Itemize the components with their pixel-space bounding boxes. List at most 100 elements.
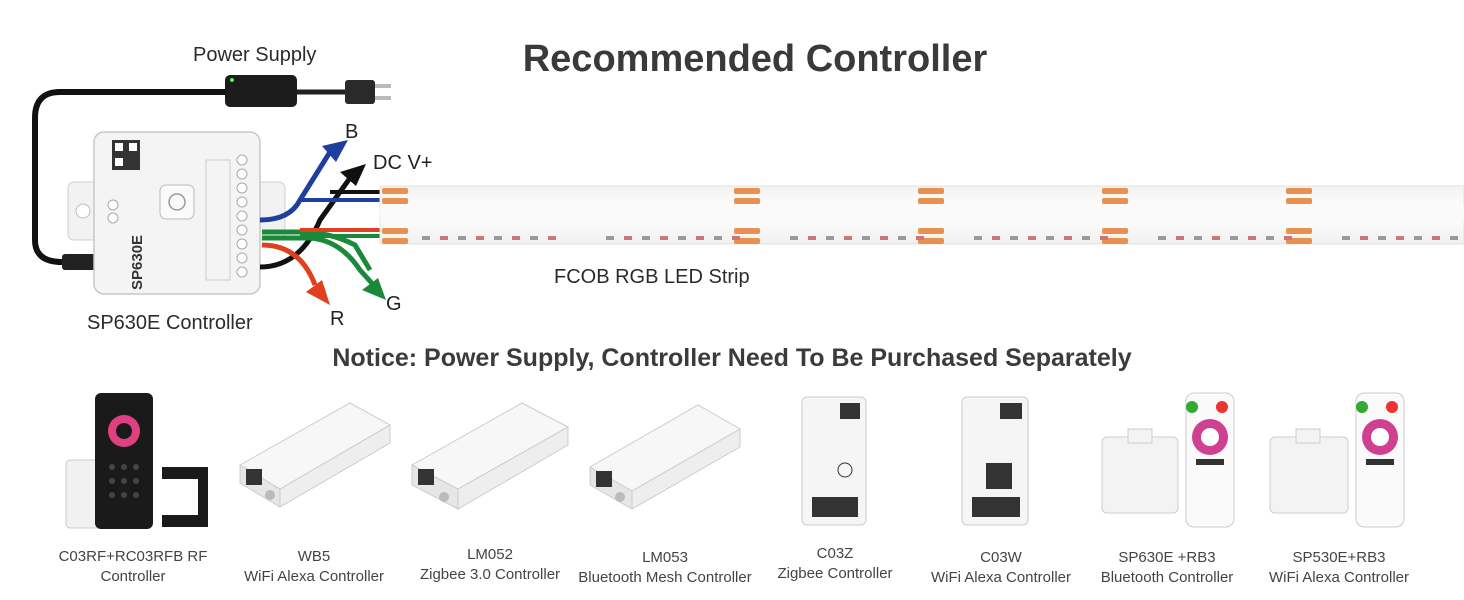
product-desc: Controller bbox=[100, 568, 166, 585]
blue-arrow bbox=[322, 140, 348, 162]
red-wire bbox=[261, 242, 318, 286]
strip-chip bbox=[1028, 236, 1036, 240]
controller-model-text: SP630E bbox=[129, 235, 146, 290]
dc-plug bbox=[62, 254, 96, 270]
strip-chip bbox=[458, 236, 466, 240]
strip-solder-pad bbox=[734, 238, 760, 244]
strip-chip bbox=[974, 236, 982, 240]
product-caption-wb5: WB5 WiFi Alexa Controller bbox=[228, 547, 400, 587]
strip-label: FCOB RGB LED Strip bbox=[554, 266, 750, 288]
product-desc: WiFi Alexa Controller bbox=[1268, 569, 1410, 586]
product-caption-c03rf: C03RF+RC03RFB RF Controller bbox=[38, 547, 228, 587]
strip-chip bbox=[1230, 236, 1238, 240]
product-desc: Bluetooth Controller bbox=[1100, 569, 1234, 586]
strip-chip bbox=[1450, 236, 1458, 240]
strip-solder-pad bbox=[1286, 198, 1312, 204]
red-arrow bbox=[306, 280, 330, 305]
product-image-wb5 bbox=[239, 402, 392, 508]
product-name: C03Z bbox=[816, 545, 854, 562]
strip-chip bbox=[1378, 236, 1386, 240]
sp630e-controller-image: SP630E bbox=[67, 131, 286, 295]
strip-chip bbox=[476, 236, 484, 240]
strip-solder-pad bbox=[734, 188, 760, 194]
strip-chip bbox=[826, 236, 834, 240]
strip-chip bbox=[678, 236, 686, 240]
strip-chip bbox=[808, 236, 816, 240]
product-image-lm052 bbox=[410, 402, 570, 510]
strip-solder-pad bbox=[1102, 228, 1128, 234]
product-image-lm053 bbox=[588, 404, 742, 510]
strip-chip bbox=[1082, 236, 1090, 240]
strip-solder-pad bbox=[918, 228, 944, 234]
strip-solder-pad bbox=[382, 188, 408, 194]
blue-wire bbox=[259, 150, 333, 223]
strip-chip bbox=[1212, 236, 1220, 240]
wire-label-r: R bbox=[330, 308, 345, 330]
product-desc: Zigbee Controller bbox=[777, 565, 893, 582]
product-image-c03rf bbox=[65, 393, 208, 529]
wiring-diagram: SP630E bbox=[32, 75, 1464, 305]
strip-chip bbox=[512, 236, 520, 240]
strip-chip bbox=[1432, 236, 1440, 240]
product-caption-c03z: C03Z Zigbee Controller bbox=[760, 544, 910, 584]
strip-chip bbox=[1342, 236, 1350, 240]
notice-text: Notice: Power Supply, Controller Need To… bbox=[332, 344, 1132, 372]
wire-label-dcv: DC V+ bbox=[373, 152, 433, 174]
strip-chip bbox=[624, 236, 632, 240]
strip-solder-pad bbox=[734, 198, 760, 204]
strip-solder-pad bbox=[1286, 238, 1312, 244]
product-caption-lm053: LM053 Bluetooth Mesh Controller bbox=[572, 548, 758, 588]
strip-chip bbox=[440, 236, 448, 240]
power-supply-label: Power Supply bbox=[193, 44, 317, 66]
product-name: C03W bbox=[980, 549, 1022, 566]
product-desc: WiFi Alexa Controller bbox=[930, 569, 1072, 586]
product-name: SP630E +RB3 bbox=[1118, 549, 1216, 566]
strip-solder-pad bbox=[382, 198, 408, 204]
strip-solder-pad bbox=[1102, 198, 1128, 204]
strip-chip bbox=[1176, 236, 1184, 240]
strip-solder-pad bbox=[918, 238, 944, 244]
product-caption-lm052: LM052 Zigbee 3.0 Controller bbox=[404, 545, 576, 585]
strip-chip bbox=[1248, 236, 1256, 240]
controller-label: SP630E Controller bbox=[87, 312, 253, 334]
product-image-c03z bbox=[801, 396, 867, 526]
strip-chip bbox=[1194, 236, 1202, 240]
wire-label-g: G bbox=[386, 293, 402, 315]
strip-chip bbox=[714, 236, 722, 240]
strip-solder-pad bbox=[1102, 188, 1128, 194]
strip-chip bbox=[898, 236, 906, 240]
led-strip-image bbox=[379, 185, 1464, 245]
strip-chip bbox=[1414, 236, 1422, 240]
strip-chip bbox=[880, 236, 888, 240]
black-arrow bbox=[340, 164, 366, 186]
black-wire bbox=[259, 176, 353, 270]
strip-solder-pad bbox=[382, 238, 408, 244]
green-wire bbox=[262, 235, 380, 292]
product-image-sp530e-rb3 bbox=[1269, 392, 1405, 528]
power-cable bbox=[32, 89, 225, 265]
strip-chip bbox=[606, 236, 614, 240]
strip-solder-pad bbox=[1102, 238, 1128, 244]
strip-chip bbox=[1046, 236, 1054, 240]
strip-chip bbox=[530, 236, 538, 240]
product-images bbox=[65, 392, 1405, 529]
strip-chip bbox=[844, 236, 852, 240]
strip-chip bbox=[494, 236, 502, 240]
strip-chip bbox=[862, 236, 870, 240]
product-desc: Zigbee 3.0 Controller bbox=[419, 566, 561, 583]
strip-chip bbox=[790, 236, 798, 240]
product-image-sp630e-rb3 bbox=[1101, 392, 1235, 528]
strip-chip bbox=[1284, 236, 1292, 240]
product-name: WB5 bbox=[297, 548, 331, 565]
strip-solder-pad bbox=[382, 228, 408, 234]
strip-chip bbox=[1396, 236, 1404, 240]
strip-solder-pad bbox=[1286, 188, 1312, 194]
strip-chip bbox=[696, 236, 704, 240]
strip-chip bbox=[992, 236, 1000, 240]
wire-label-b: B bbox=[345, 121, 359, 143]
product-caption-sp530e-rb3: SP530E+RB3 WiFi Alexa Controller bbox=[1260, 548, 1418, 588]
strip-chip bbox=[1158, 236, 1166, 240]
strip-solder-pad bbox=[918, 188, 944, 194]
strip-solder-pad bbox=[734, 228, 760, 234]
product-desc: WiFi Alexa Controller bbox=[243, 568, 385, 585]
